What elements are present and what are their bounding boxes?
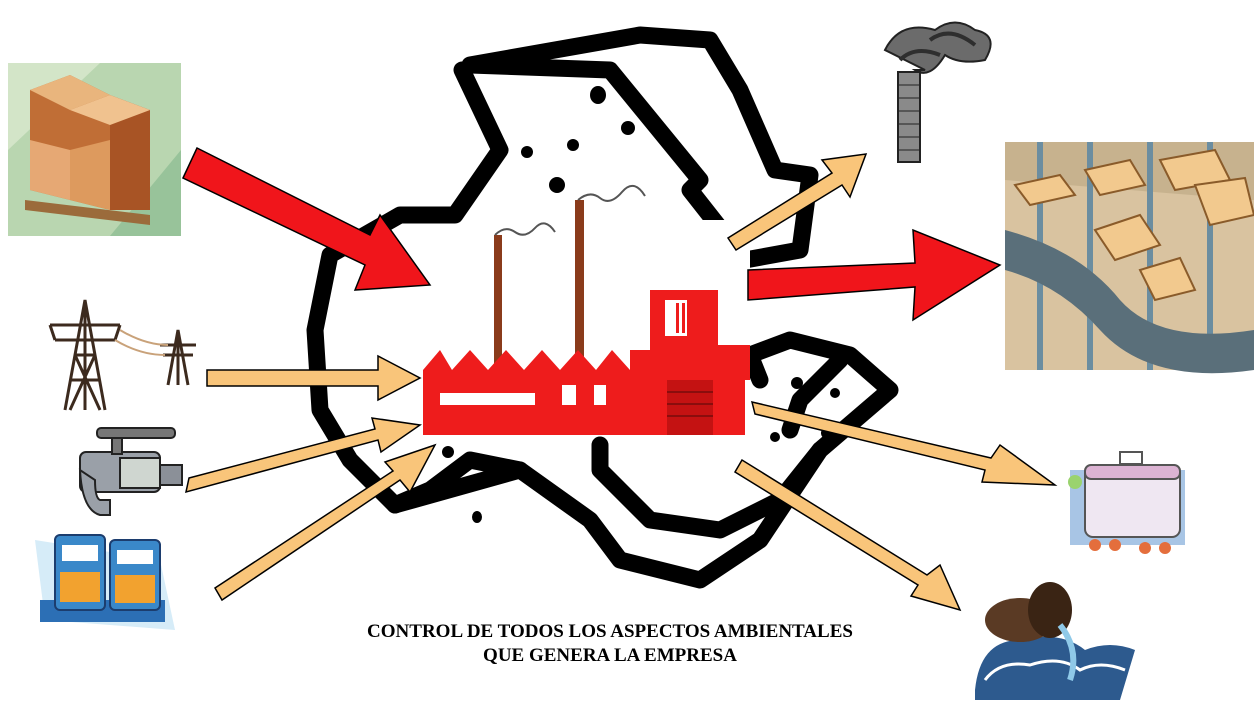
recycle-dots: [429, 86, 840, 523]
conveyor-products-icon: [1005, 142, 1254, 374]
raw-materials-boxes-icon: [8, 63, 181, 236]
diagram-caption: CONTROL DE TODOS LOS ASPECTOS AMBIENTALE…: [230, 620, 990, 668]
input-main-arrow: [182, 146, 432, 291]
arrows: [182, 146, 1058, 612]
caption-line-2: QUE GENERA LA EMPRESA: [483, 645, 737, 666]
waste-container-icon: [1068, 451, 1185, 554]
recycle-outline-path: [306, 61, 899, 589]
smokestack-icon: [883, 21, 992, 163]
power-towers-icon: [48, 299, 196, 411]
wastewater-output-arrow: [733, 458, 962, 612]
recycle-arrow-top: [461, 26, 819, 269]
emissions-output-arrow: [726, 153, 868, 252]
water-input-arrow: [185, 417, 422, 494]
waste-output-arrow: [750, 400, 1058, 486]
fuel-input-arrow: [213, 443, 437, 602]
fuel-pumps-icon: [35, 534, 175, 630]
output-main-arrow: [747, 228, 1002, 322]
energy-input-arrow: [206, 354, 422, 402]
recycle-arrow-left: [386, 451, 529, 514]
water-faucet-icon: [78, 427, 183, 516]
discharge-pipe-icon: [975, 582, 1135, 700]
factory-icon: [423, 185, 750, 435]
caption-line-1: CONTROL DE TODOS LOS ASPECTOS AMBIENTALE…: [367, 621, 853, 642]
